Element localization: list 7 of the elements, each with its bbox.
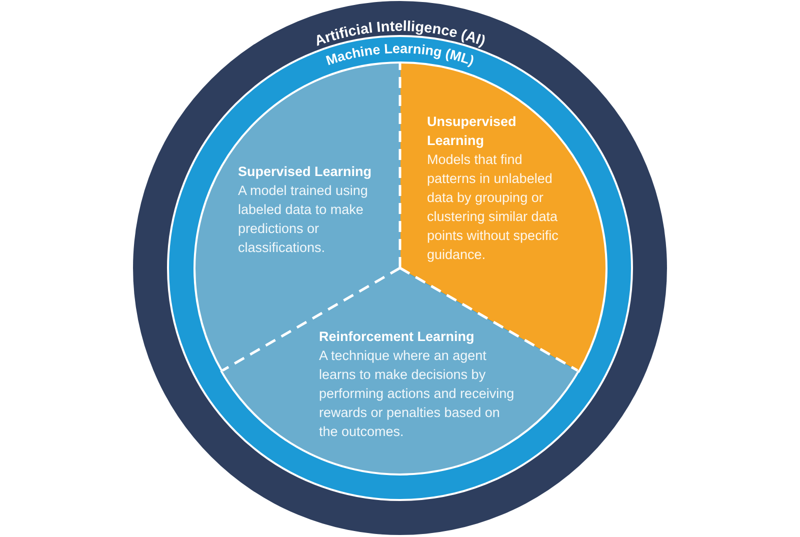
pie-sector [220,266,580,476]
section-description: A technique where an agent learns to make decisions by performing actions and receiving rewards or penalties based on the outcomes. [318,347,516,441]
section-description: Models that find patterns in unlabeled data by grouping or clustering similar data points without specific guidance. [427,151,560,264]
section-heading: Unsupervised Learning [427,113,518,150]
section-heading: Reinforcement Learning [318,328,476,346]
section-description: A model trained using labeled data to make predictions or classifications. [238,182,369,257]
section-heading: Supervised Learning [238,163,373,181]
